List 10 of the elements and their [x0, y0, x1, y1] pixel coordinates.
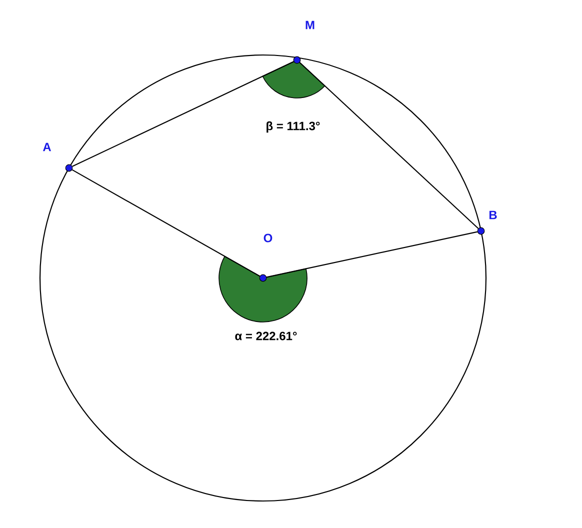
- angle-label: α = 222.61°: [235, 332, 297, 340]
- point-label: M: [306, 20, 314, 30]
- point-label: O: [264, 234, 272, 242]
- point-label: A: [42, 142, 52, 152]
- line-segment: [72, 169, 260, 277]
- point-label: B: [489, 210, 497, 220]
- angle-label: β = 111.3°: [266, 121, 320, 133]
- line-segment: [266, 231, 478, 278]
- line-segment: [299, 62, 479, 229]
- line-segment: [72, 61, 294, 167]
